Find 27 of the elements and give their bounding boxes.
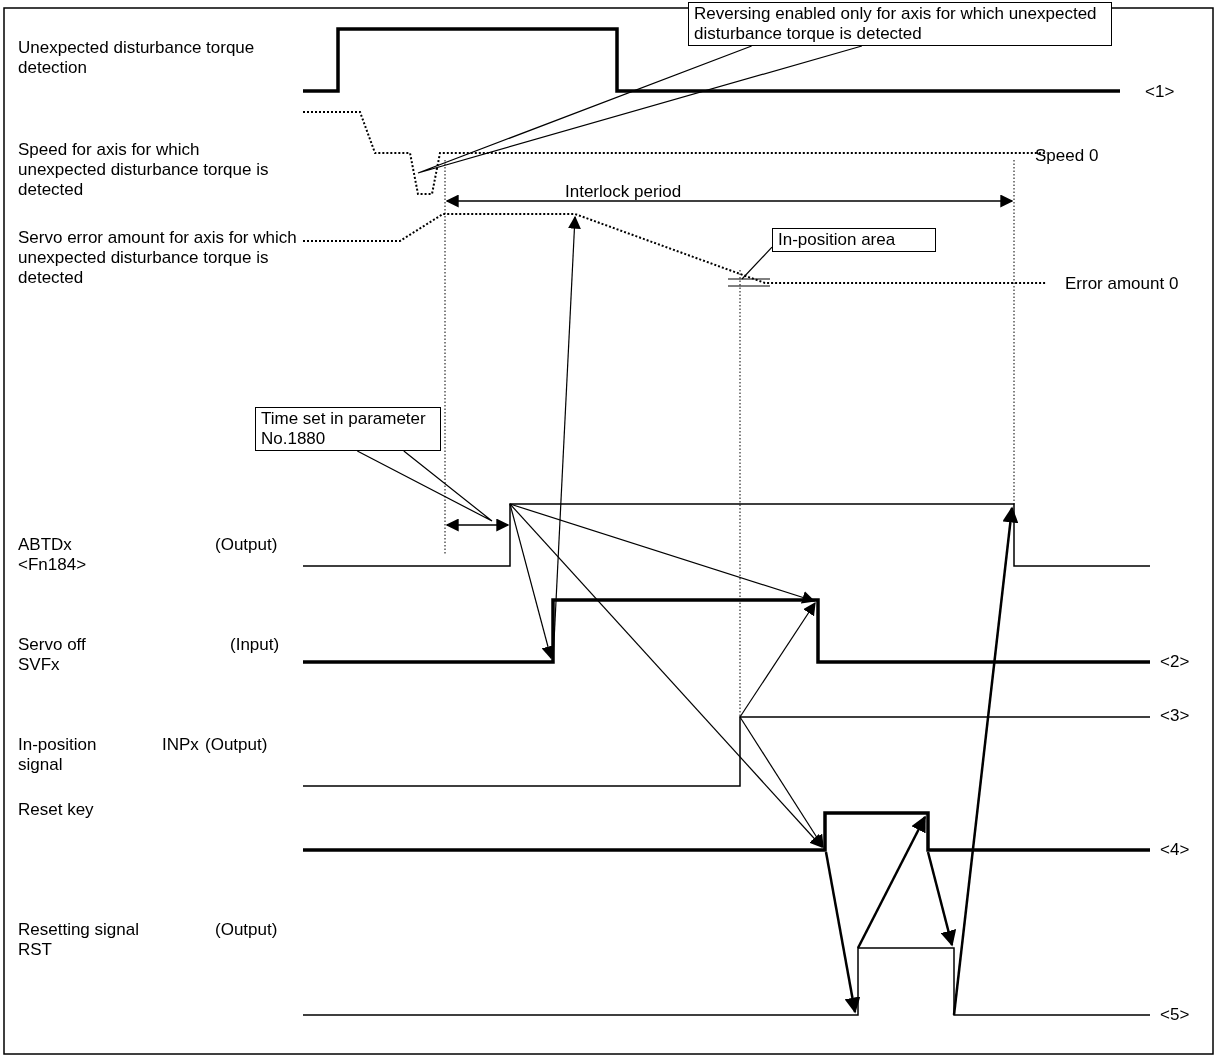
direction-label: (Output) (215, 920, 278, 940)
signal-number: <5> (1160, 1005, 1190, 1025)
leader-line (356, 450, 493, 522)
signal-name: Servo off SVFx (18, 635, 87, 675)
direction-label: (Output) (205, 735, 268, 755)
level-label: Error amount 0 (1065, 274, 1179, 294)
signal-number: <1> (1145, 82, 1175, 102)
callout-box: In-position area (772, 228, 936, 252)
signal-name: ABTDx <Fn184> (18, 535, 88, 575)
leader-line (741, 246, 773, 280)
signal-name: Reset key (18, 800, 94, 820)
signal-number: <2> (1160, 652, 1190, 672)
period-label: Interlock period (565, 182, 682, 202)
level-label: Speed 0 (1035, 146, 1099, 166)
signal-name: Servo error amount for axis for which unexpected disturbance torque is detected (18, 228, 298, 288)
signal-number: <3> (1160, 706, 1190, 726)
signal-name: Speed for axis for which unexpected disturbance torque is detected (18, 140, 270, 200)
signal-number: <4> (1160, 840, 1190, 860)
leader-line (417, 45, 863, 174)
signal-name: In-position signal (18, 735, 98, 775)
signal-name: Resetting signal RST (18, 920, 140, 960)
signal-symbol: INPx (162, 735, 199, 755)
callout-box: Reversing enabled only for axis for which unexpected disturbance torque is detected (688, 2, 1112, 46)
direction-label: (Input) (230, 635, 280, 655)
callout-box: Time set in parameter No.1880 (255, 407, 441, 451)
direction-label: (Output) (215, 535, 278, 555)
signal-name: Unexpected disturbance torque detection (18, 38, 256, 78)
